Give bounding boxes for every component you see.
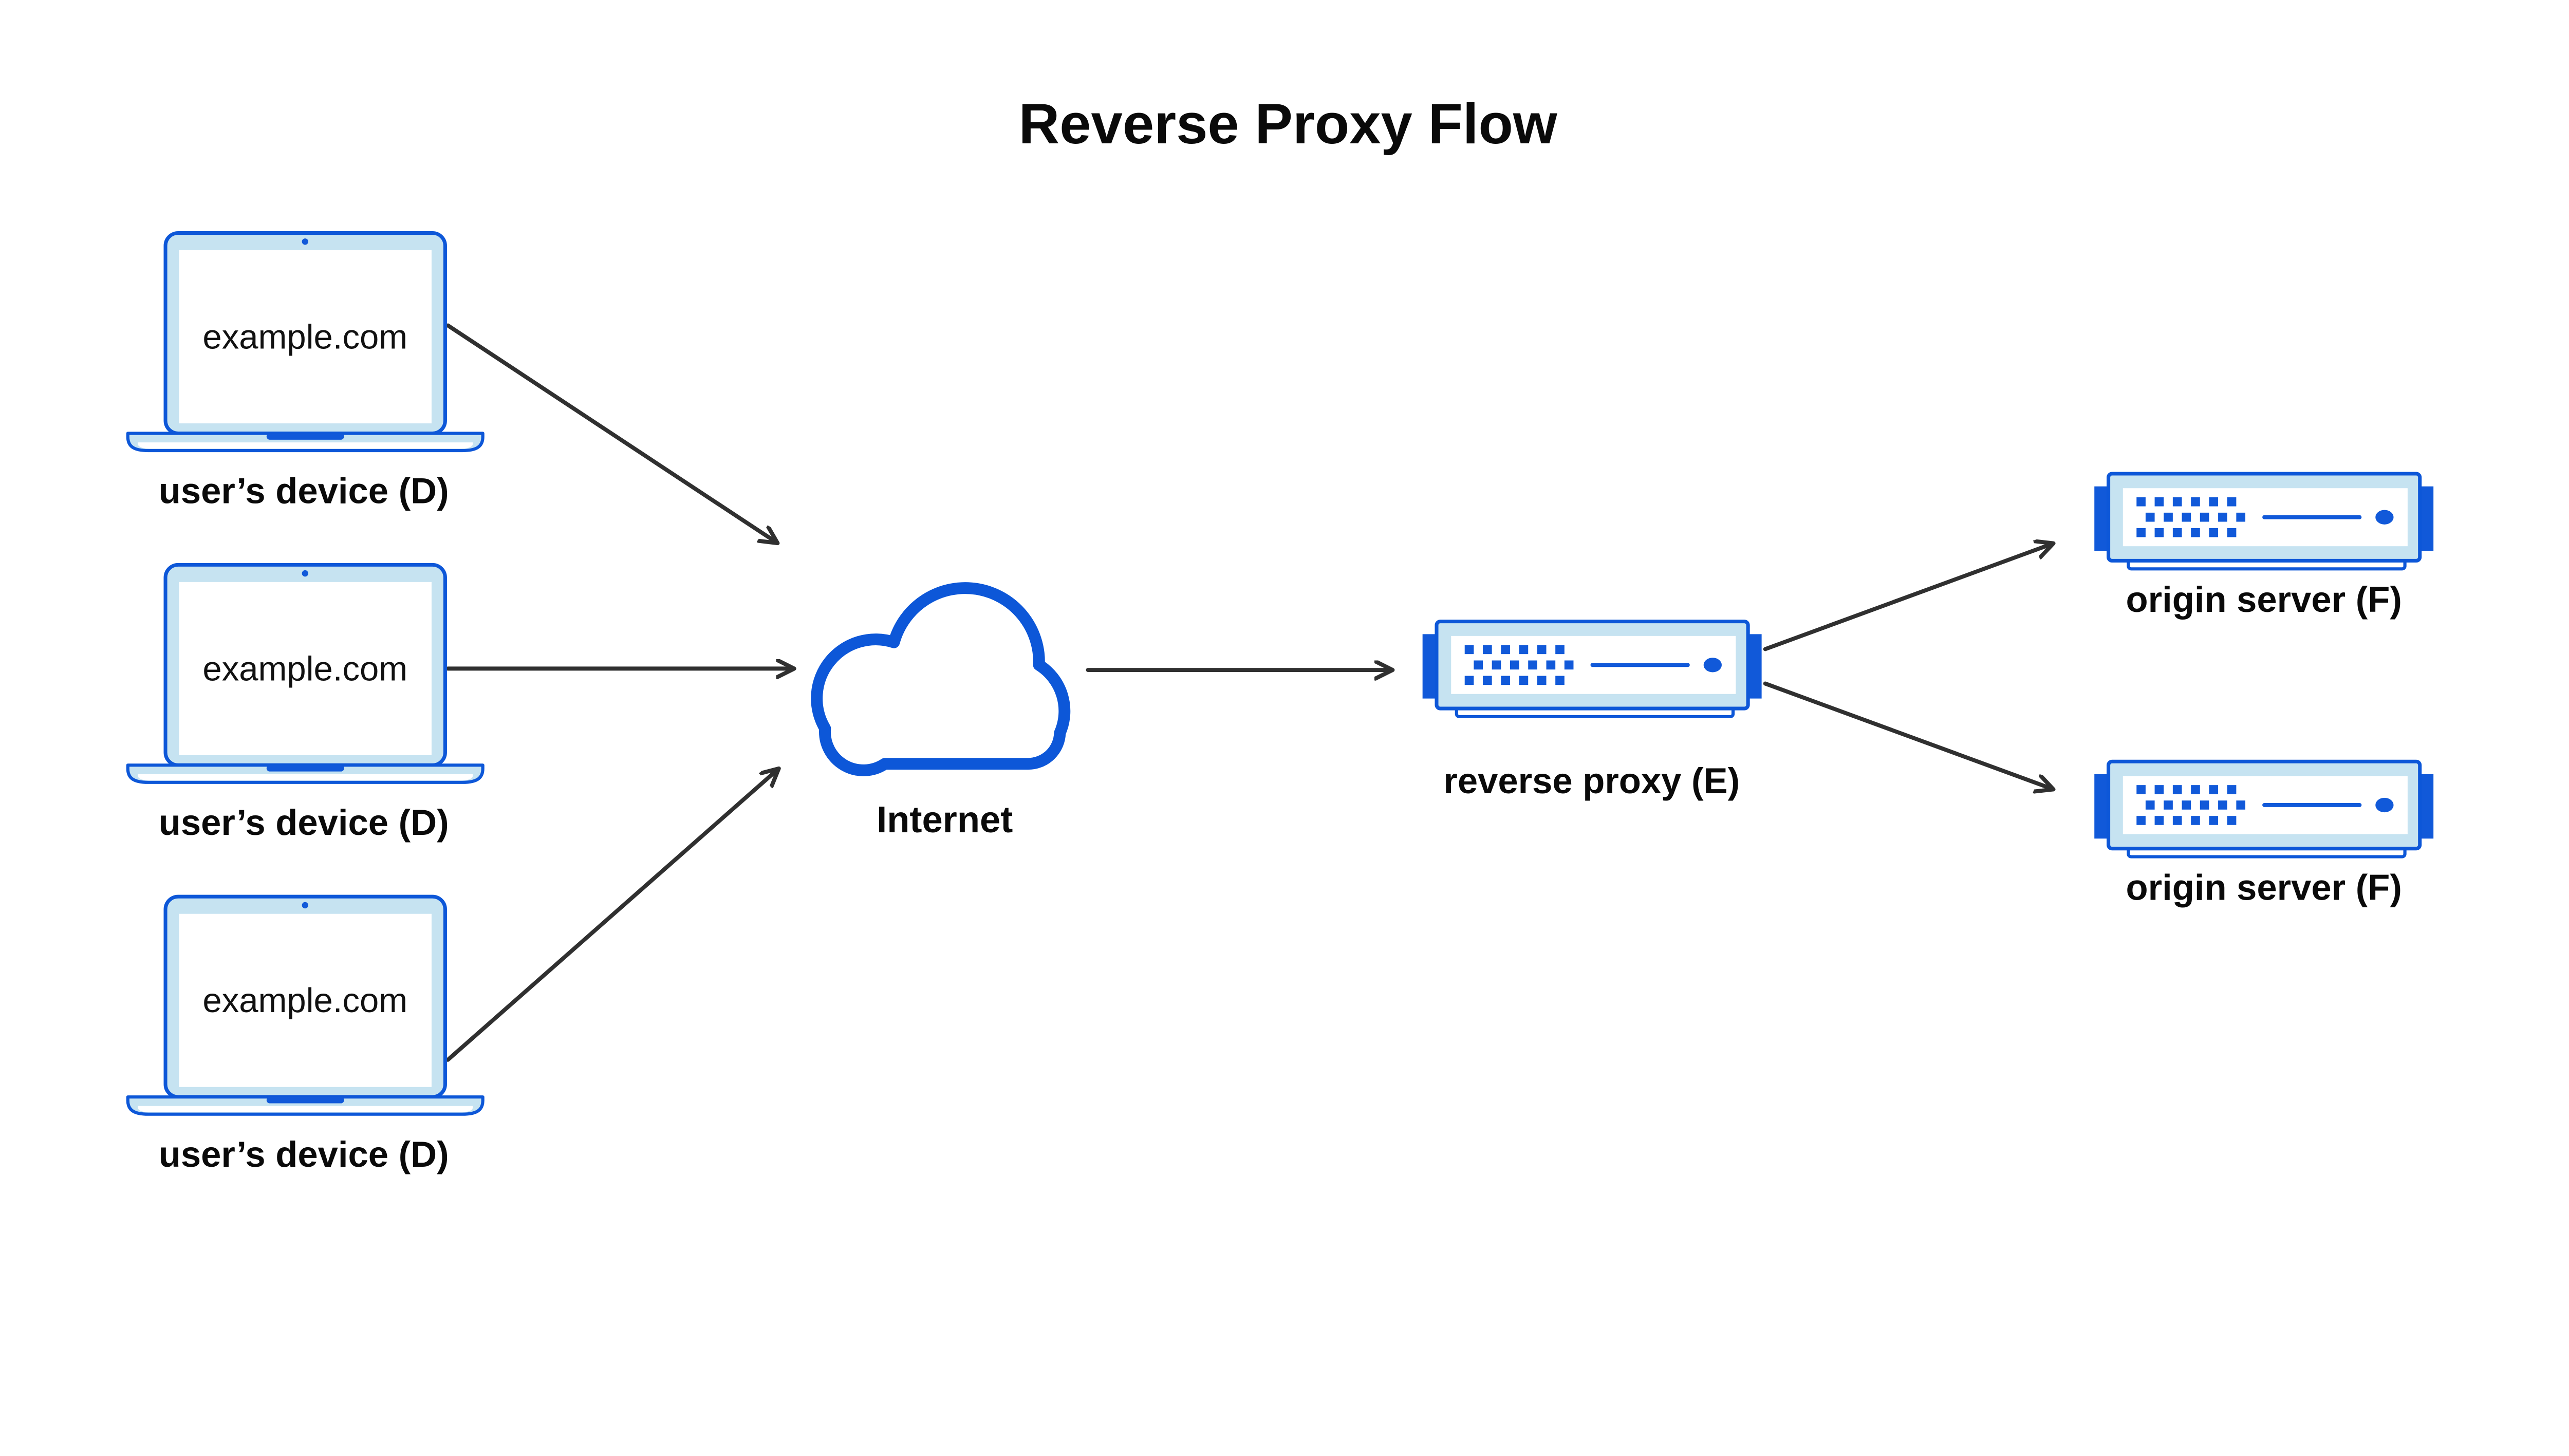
cloud-icon xyxy=(811,582,1071,776)
reverse-proxy: reverse proxy (E) xyxy=(1423,622,1762,801)
page-title: Reverse Proxy Flow xyxy=(1019,92,1557,156)
arrow-proxy-to-origin1 xyxy=(1763,544,2052,651)
device-screen-url: example.com xyxy=(202,649,407,688)
device-screen-url: example.com xyxy=(202,318,407,356)
proxy-caption: reverse proxy (E) xyxy=(1443,760,1740,801)
origin-server-1: origin server (F) xyxy=(2094,474,2433,620)
device-caption: user’s device (D) xyxy=(159,802,449,843)
arrow-device1-to-internet xyxy=(445,323,776,542)
internet-node: Internet xyxy=(811,582,1071,841)
flow-arrows xyxy=(445,323,2052,1062)
server-icon xyxy=(2094,761,2433,856)
arrow-proxy-to-origin2 xyxy=(1763,681,2052,789)
user-device-3: example.com user’s device (D) xyxy=(128,897,483,1174)
origin-caption: origin server (F) xyxy=(2126,579,2402,620)
origin-server-2: origin server (F) xyxy=(2094,761,2433,907)
device-screen-url: example.com xyxy=(202,981,407,1020)
arrow-device3-to-internet xyxy=(445,770,777,1062)
origin-caption: origin server (F) xyxy=(2126,867,2402,907)
server-icon xyxy=(1423,622,1762,717)
reverse-proxy-flow-diagram: Reverse Proxy Flow example.com user’s de… xyxy=(126,92,2436,1175)
device-caption: user’s device (D) xyxy=(159,470,449,511)
device-caption: user’s device (D) xyxy=(159,1134,449,1174)
diagram-page: Reverse Proxy Flow example.com user’s de… xyxy=(126,92,2436,1175)
internet-caption: Internet xyxy=(877,799,1013,841)
user-device-1: example.com user’s device (D) xyxy=(128,233,483,511)
server-icon xyxy=(2094,474,2433,569)
user-device-2: example.com user’s device (D) xyxy=(128,565,483,843)
